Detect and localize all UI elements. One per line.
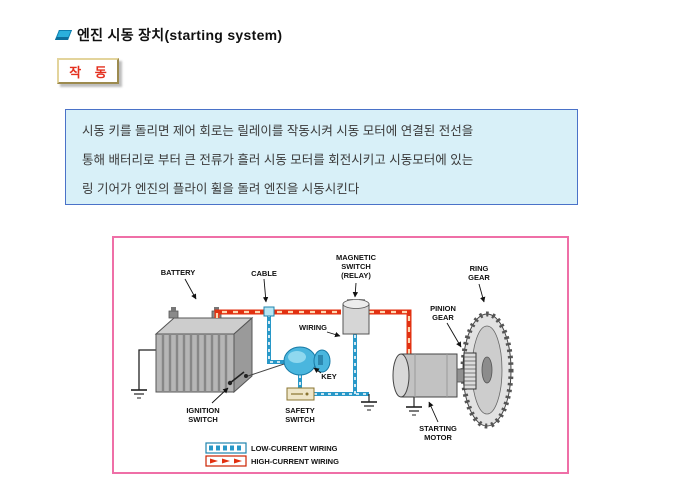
legend: LOW-CURRENT WIRING HIGH-CURRENT WIRING [204,442,339,467]
safety-switch-illustration [286,387,314,401]
ignition-switch-label: SWITCH [188,415,218,424]
starting-motor-label: STARTING [419,424,457,433]
description-line: 링 기어가 엔진의 플라이 휠을 돌려 엔진을 시동시킨다 [82,182,360,196]
ring-gear-label: GEAR [468,273,490,282]
pinion-gear-illustration [463,352,476,390]
title-bullet-icon [54,30,73,40]
magnetic-switch-label: SWITCH [341,262,371,271]
description-line: 통해 배터리로 부터 큰 전류가 흘러 시동 모터를 회전시키고 시동모터에 있… [82,153,474,167]
cable-label: CABLE [251,269,277,278]
legend-low-current-label: LOW-CURRENT WIRING [251,444,338,453]
operation-tab-button[interactable]: 작 동 [57,58,119,84]
ignition-switch-illustration [227,371,248,386]
ground-symbol [130,389,147,399]
ring-gear-label: RING [469,264,488,273]
starting-motor-illustration [392,352,476,407]
starting-system-figure: BATTERY CABLE MAGNETIC SWITCH (RELAY) RI… [112,236,569,474]
starting-motor-label: MOTOR [424,433,452,442]
page-header: 엔진 시동 장치(starting system) [54,25,283,45]
magnetic-switch-illustration [342,299,369,335]
magnetic-switch-label: MAGNETIC [336,253,377,262]
low-current-wiring [263,306,369,396]
wiring-junction [263,306,274,317]
pinion-gear-label: GEAR [432,313,454,322]
ring-gear-illustration [460,311,513,429]
battery-illustration [137,307,253,394]
operation-tab-label: 작 동 [69,64,112,80]
legend-high-current-label: HIGH-CURRENT WIRING [251,457,339,466]
pinion-gear-label: PINION [430,304,456,313]
safety-switch-label: SAFETY [285,406,315,415]
safety-switch-label: SWITCH [285,415,315,424]
ground-symbol [360,394,377,411]
key-illustration [247,346,330,377]
key-label: KEY [321,372,336,381]
page-title: 엔진 시동 장치(starting system) [77,27,283,43]
wiring-label: WIRING [299,323,327,332]
starting-system-diagram: BATTERY CABLE MAGNETIC SWITCH (RELAY) RI… [130,253,513,467]
ignition-switch-label: IGNITION [186,406,219,415]
battery-label: BATTERY [160,268,195,277]
high-current-wiring [214,309,411,354]
label-arrows [184,278,485,423]
description-line: 시동 키를 돌리면 제어 회로는 릴레이를 작동시켜 시동 모터에 연결된 전선… [82,124,474,138]
description-box: 시동 키를 돌리면 제어 회로는 릴레이를 작동시켜 시동 모터에 연결된 전선… [65,109,578,205]
ground-symbol [405,406,422,416]
magnetic-switch-label: (RELAY) [341,271,371,280]
